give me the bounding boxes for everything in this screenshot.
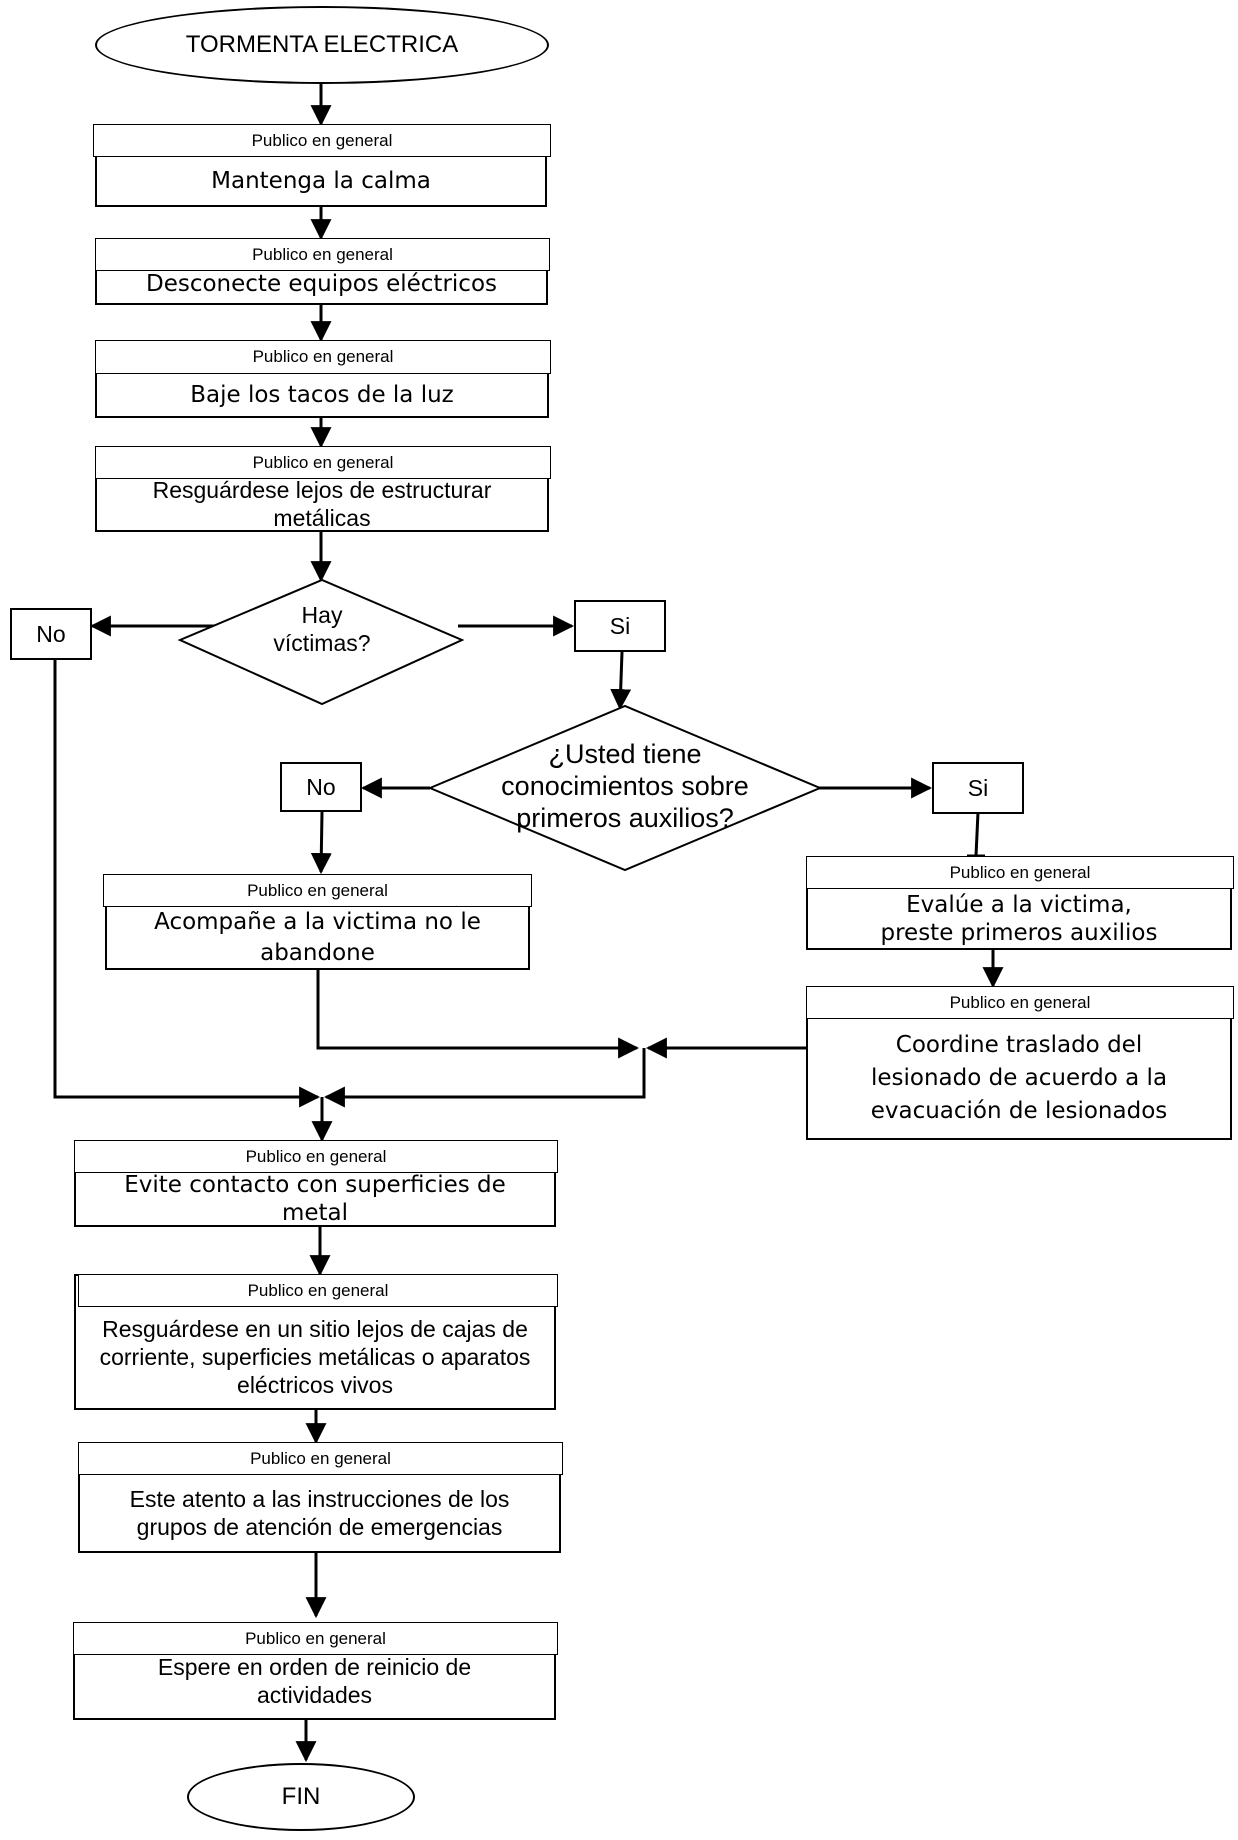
- step-baje-tacos: Publico en general Baje los tacos de la …: [95, 340, 551, 418]
- step-text: Baje los tacos de la luz: [190, 382, 454, 408]
- role-label: Publico en general: [806, 986, 1234, 1019]
- label-si-victimas: Si: [574, 600, 666, 652]
- decision-victimas-shape: [177, 578, 465, 706]
- step-acompane-victima: Publico en general Acompañe a la victima…: [103, 874, 532, 970]
- step-mantenga-calma: Publico en general Mantenga la calma: [93, 124, 551, 207]
- step-desconecte-equipos: Publico en general Desconecte equipos el…: [95, 238, 550, 305]
- arrow-left-no-merge: [53, 660, 321, 1108]
- label-si-conocimientos: Si: [932, 762, 1024, 814]
- step-text: Evalúe a la victima, preste primeros aux…: [880, 891, 1158, 946]
- role-label: Publico en general: [95, 340, 551, 374]
- label-no-conocimientos: No: [280, 762, 362, 812]
- step-text: Resguárdese en un sitio lejos de cajas d…: [99, 1316, 531, 1398]
- role-label: Publico en general: [78, 1274, 558, 1307]
- step-text: Acompañe a la victima no le abandone: [154, 908, 481, 966]
- step-text: Coordine traslado del lesionado de acuer…: [870, 1032, 1168, 1124]
- step-text: Evite contacto con superficies de metal: [124, 1172, 506, 1226]
- step-text: Desconecte equipos eléctricos: [146, 271, 497, 297]
- decision-conocimientos-shape: [427, 704, 823, 872]
- role-label: Publico en general: [95, 446, 551, 479]
- end-label: FIN: [281, 1783, 321, 1810]
- step-evite-contacto: Publico en general Evite contacto con su…: [74, 1140, 558, 1227]
- step-espere-orden: Publico en general Espere en orden de re…: [73, 1622, 558, 1720]
- role-label: Publico en general: [95, 238, 550, 271]
- step-text: Resguárdese lejos de estructurar metálic…: [152, 477, 492, 531]
- step-este-atento: Publico en general Este atento a las ins…: [78, 1442, 563, 1553]
- arrow-right-merge-down: [323, 1048, 646, 1108]
- step-evalue-victima: Publico en general Evalúe a la victima, …: [806, 856, 1234, 950]
- decision-conocimientos-text: ¿Usted tiene conocimientos sobre primero…: [501, 739, 749, 833]
- step-resguardese-estructuras: Publico en general Resguárdese lejos de …: [95, 446, 551, 532]
- arrow-acompane-merge: [316, 970, 640, 1059]
- end-terminal: FIN: [187, 1763, 415, 1831]
- role-label: Publico en general: [73, 1622, 558, 1655]
- decision-victimas-text: Hay víctimas?: [273, 602, 371, 656]
- arrow-si-to-evalue: [967, 811, 985, 858]
- start-terminal: TORMENTA ELECTRICA: [95, 6, 549, 84]
- role-label: Publico en general: [74, 1140, 558, 1173]
- step-resguardese-sitio: Publico en general Resguárdese en un sit…: [74, 1274, 558, 1410]
- label-no-victimas: No: [10, 608, 92, 660]
- role-label: Publico en general: [78, 1442, 563, 1475]
- role-label: Publico en general: [806, 856, 1234, 889]
- step-text: Este atento a las instrucciones de los g…: [129, 1486, 510, 1540]
- step-text: Espere en orden de reinicio de actividad…: [157, 1653, 472, 1708]
- role-label: Publico en general: [93, 124, 551, 157]
- step-coordine-traslado: Publico en general Coordine traslado del…: [806, 986, 1234, 1140]
- arrow-si-to-conocimientos: [610, 651, 632, 711]
- start-label: TORMENTA ELECTRICA: [185, 31, 459, 58]
- role-label: Publico en general: [103, 874, 532, 907]
- step-text: Mantenga la calma: [211, 168, 431, 194]
- arrow-no-to-acompane: [310, 811, 332, 875]
